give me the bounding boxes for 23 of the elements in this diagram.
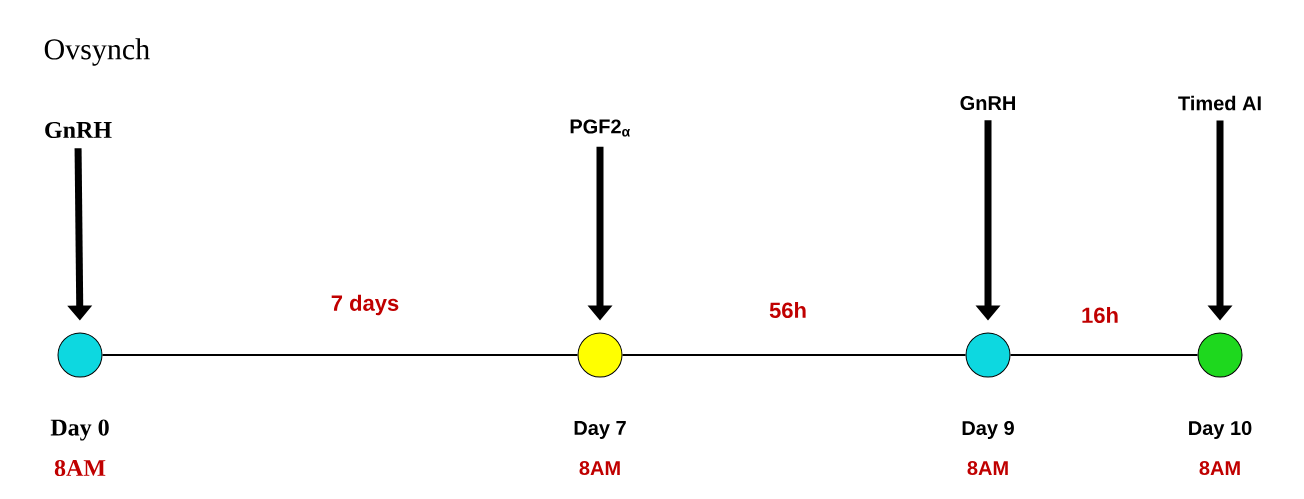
hormone-label: GnRH — [960, 95, 1015, 111]
time-label: 8AM — [967, 460, 1008, 476]
edge-label: 56h — [767, 299, 809, 321]
edge-label: 16h — [1079, 304, 1121, 326]
timeline-dot — [577, 332, 623, 378]
edge-label: 7 days — [328, 292, 402, 318]
day-label: Day 10 — [1189, 420, 1252, 440]
timeline-dot — [1197, 332, 1243, 378]
timeline-segment — [621, 354, 967, 356]
hormone-label: Timed AI — [1178, 95, 1261, 111]
timeline-segment — [1009, 354, 1199, 356]
day-label: Day 0 — [50, 419, 109, 441]
timeline-segment — [101, 354, 579, 356]
day-label: Day 9 — [962, 420, 1014, 440]
timeline-dot — [965, 332, 1011, 378]
hormone-label: GnRH — [45, 121, 112, 139]
time-label: 8AM — [54, 459, 106, 477]
title: Ovsynch — [44, 38, 150, 66]
day-label: Day 7 — [574, 421, 626, 439]
time-label: 8AM — [579, 460, 620, 476]
hormone-label: PGF2$_{α}$ — [570, 119, 631, 137]
timeline-dot — [57, 332, 103, 378]
time-label: 8AM — [1199, 460, 1240, 476]
